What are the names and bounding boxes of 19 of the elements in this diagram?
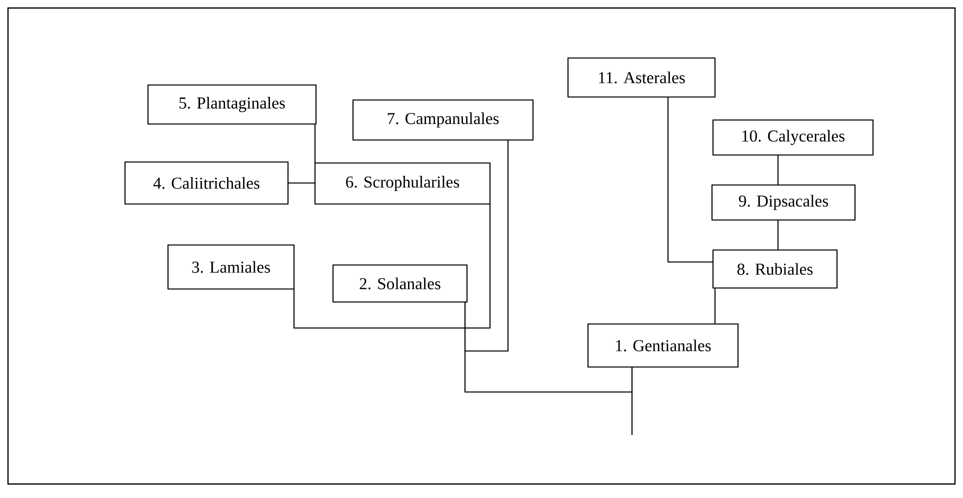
taxon-box: 6. Scrophulariles [314, 162, 491, 205]
branch-line [464, 140, 509, 352]
branch-line [777, 220, 779, 250]
branch-line [714, 288, 716, 324]
taxon-box: 1. Gentianales [587, 323, 739, 368]
branch-line [667, 97, 713, 263]
taxon-box: 11. Asterales [567, 57, 716, 98]
taxon-box: 9. Dipsacales [711, 184, 856, 221]
branch-line [293, 204, 491, 329]
taxon-box: 7. Campanulales [352, 99, 534, 141]
branch-line [314, 124, 316, 163]
taxon-box: 5. Plantaginales [147, 84, 317, 125]
taxon-box: 4. Caliitrichales [124, 161, 289, 205]
taxon-box: 8. Rubiales [712, 249, 838, 289]
taxon-box: 3. Lamiales [167, 244, 295, 290]
branch-line [288, 182, 315, 184]
taxon-box: 10. Calycerales [712, 119, 874, 156]
branch-line [777, 155, 779, 185]
taxon-box: 2. Solanales [332, 264, 468, 303]
